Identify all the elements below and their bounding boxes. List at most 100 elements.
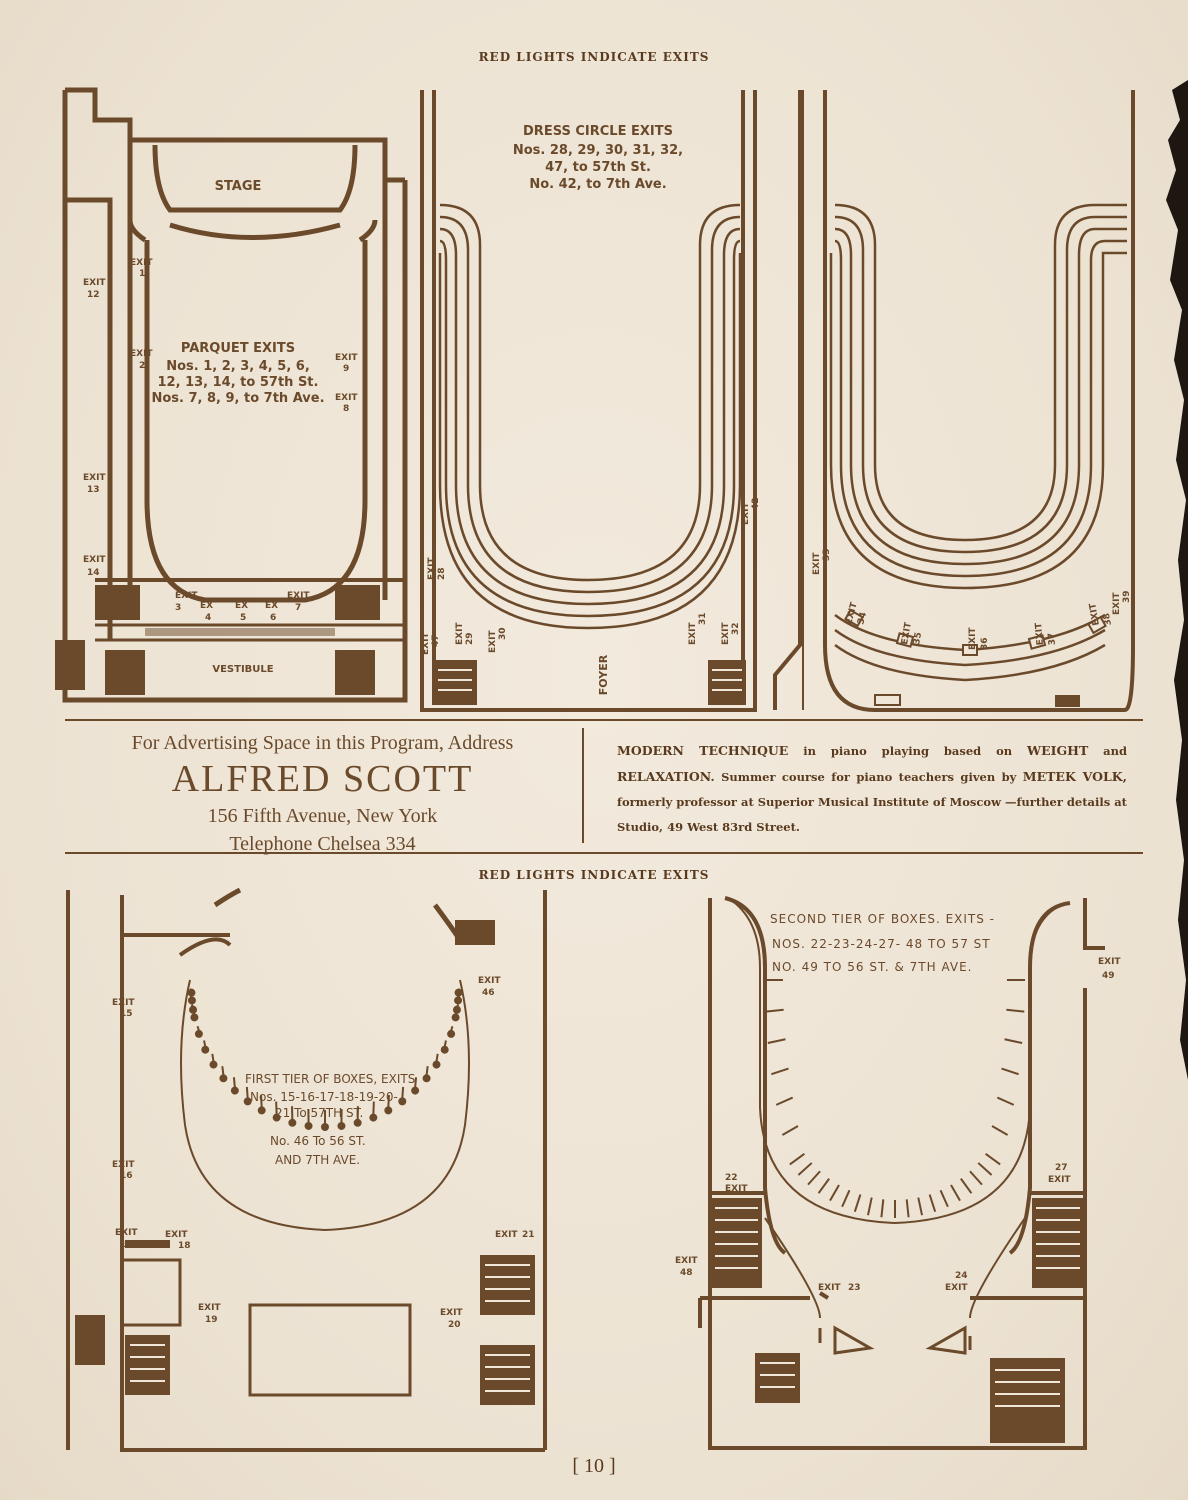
second-tier-boxes	[765, 979, 1025, 1218]
vestibule-label: VESTIBULE	[212, 664, 273, 675]
box-divider	[853, 1194, 862, 1212]
box-divider	[232, 1077, 236, 1088]
box-divider	[781, 1125, 799, 1136]
box-marker	[452, 1005, 461, 1014]
box-divider	[211, 1053, 215, 1062]
box-divider	[1001, 1067, 1019, 1076]
notice-relaxation: RELAXATION.	[617, 769, 715, 784]
notice-weight: WEIGHT	[1027, 743, 1089, 758]
parquet-title: PARQUET EXITS	[181, 341, 295, 356]
box-divider	[771, 1067, 789, 1076]
exit-13-word: EXIT	[83, 473, 106, 483]
exit-2-word: EXIT	[130, 349, 153, 359]
parquet-line1: Nos. 1, 2, 3, 4, 5, 6,	[166, 359, 310, 374]
exit-16-num: 16	[120, 1171, 133, 1181]
box-marker	[187, 996, 196, 1005]
exit-39-num: 39	[1122, 590, 1132, 603]
box-marker	[288, 1118, 297, 1127]
exit-38-word: EXIT	[1088, 601, 1102, 626]
box-divider	[789, 1153, 805, 1166]
box-divider	[841, 1189, 851, 1208]
exit-1-num: 1	[139, 269, 145, 279]
exit-35-num: 35	[912, 631, 924, 645]
second-tier-line1: SECOND TIER OF BOXES. EXITS -	[770, 912, 995, 926]
box-marker	[432, 1060, 441, 1069]
page-number: [ 10 ]	[572, 1455, 616, 1477]
box-divider	[1004, 1038, 1023, 1045]
exit-36-num: 36	[980, 637, 990, 650]
exit-47-word: EXIT	[421, 632, 431, 655]
first-tier-boxes	[187, 988, 463, 1131]
box-marker	[451, 1013, 460, 1022]
dress-circle-line3: No. 42, to 7th Ave.	[529, 177, 666, 192]
box-divider	[985, 1153, 1001, 1166]
box-marker	[304, 1121, 313, 1130]
box-divider	[435, 1053, 439, 1062]
advertiser-name: ALFRED SCOTT	[171, 758, 474, 800]
exit-19-num: 19	[205, 1315, 218, 1325]
dress-circle-plan: DRESS CIRCLE EXITS Nos. 28, 29, 30, 31, …	[410, 85, 770, 720]
exit-36-word: EXIT	[968, 627, 978, 650]
exit-24-num: 24	[955, 1271, 968, 1281]
dress-circle-title: DRESS CIRCLE EXITS	[523, 124, 673, 139]
first-tier-line3: 21 To 57TH ST.	[275, 1106, 363, 1120]
box-divider	[969, 1170, 983, 1186]
box-divider	[401, 1086, 405, 1099]
box-marker	[447, 1029, 456, 1038]
parquet-line2: 12, 13, 14, to 57th St.	[158, 375, 319, 390]
exit-2-num: 2	[139, 361, 145, 371]
exit-8-word: EXIT	[335, 393, 358, 403]
exit-37-num: 37	[1047, 632, 1058, 645]
dress-circle-line1: Nos. 28, 29, 30, 31, 32,	[513, 143, 683, 158]
box-marker	[243, 1097, 252, 1106]
first-tier-line5: AND 7TH AVE.	[275, 1153, 360, 1167]
exit-5-word: EX	[235, 601, 248, 611]
divider-upper	[65, 719, 1143, 721]
exit-48-num: 48	[680, 1268, 693, 1278]
exit-7-word: EXIT	[287, 591, 310, 601]
exit-9-num: 9	[343, 364, 349, 374]
box-divider	[991, 1125, 1009, 1136]
stage-label: STAGE	[215, 179, 262, 194]
top-heading: RED LIGHTS INDICATE EXITS	[478, 50, 710, 64]
exit-27-word: EXIT	[1048, 1175, 1071, 1185]
exit-28-word: EXIT	[427, 557, 437, 580]
box-marker	[411, 1086, 420, 1095]
exit-39-word: EXIT	[1112, 592, 1122, 615]
exit-49-num: 49	[1102, 971, 1115, 981]
box-marker	[454, 996, 463, 1005]
exit-20-num: 20	[448, 1320, 461, 1330]
exit-14-num: 14	[87, 568, 100, 578]
exit-6-word: EX	[265, 601, 278, 611]
box-marker	[337, 1121, 346, 1130]
exit-24-word: EXIT	[945, 1283, 968, 1293]
box-marker	[369, 1113, 378, 1122]
torn-edge	[1166, 80, 1188, 1080]
box-marker	[187, 988, 196, 997]
notice-text-c: Summer course for piano teachers given b…	[714, 770, 1023, 784]
first-tier-line1: FIRST TIER OF BOXES, EXITS	[245, 1072, 415, 1086]
exit-32-num: 32	[731, 622, 741, 635]
exit-33-num: 33	[822, 548, 832, 561]
box-divider	[260, 1095, 263, 1108]
notice-metek-volk: METEK VOLK,	[1022, 769, 1127, 784]
advertiser-address: 156 Fifth Avenue, New York	[207, 805, 438, 827]
box-divider	[775, 1096, 794, 1106]
advertising-line: For Advertising Space in this Program, A…	[131, 732, 514, 754]
exit-22-word: EXIT	[725, 1184, 748, 1194]
exit-29-word: EXIT	[455, 622, 465, 645]
first-tier-line2: Nos. 15-16-17-18-19-20-	[250, 1090, 398, 1104]
box-divider	[928, 1194, 937, 1212]
exit-33-word: EXIT	[812, 552, 822, 575]
notice-technique: MODERN TECHNIQUE	[617, 743, 789, 758]
advertising-block: For Advertising Space in this Program, A…	[70, 730, 575, 858]
advertiser-telephone: Telephone Chelsea 334	[229, 833, 416, 855]
foyer-label: FOYER	[597, 654, 610, 695]
box-marker	[384, 1106, 393, 1115]
exit-6-num: 6	[270, 613, 276, 623]
box-marker	[209, 1060, 218, 1069]
box-divider	[866, 1197, 873, 1216]
box-divider	[245, 1086, 249, 1099]
exit-20-word: EXIT	[440, 1308, 463, 1318]
